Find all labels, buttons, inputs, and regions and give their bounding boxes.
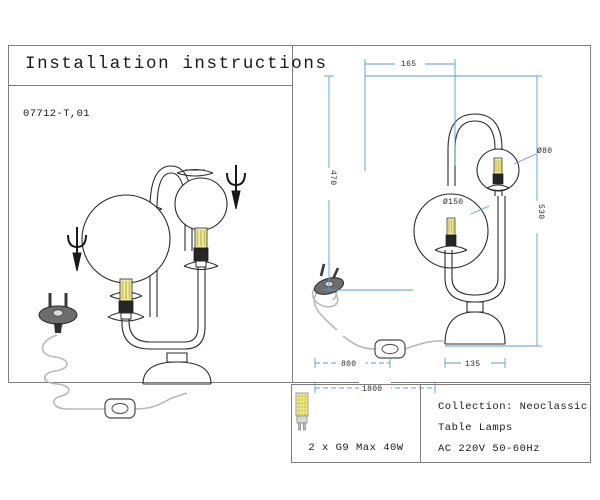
dimension-165-label: 165 <box>401 60 416 69</box>
spec-collection: Collection: Neoclassic <box>438 401 588 413</box>
inline-switch <box>104 398 136 419</box>
dimension-530-label: 530 <box>536 204 545 219</box>
dimensioned-elevation-view: 165 530 470 <box>293 46 592 394</box>
dimension-135: 135 <box>444 356 506 369</box>
assembly-arrow-right <box>226 165 246 210</box>
g9-bulb-upper <box>492 157 504 185</box>
power-cord <box>41 310 188 410</box>
g9-led-bulb-icon <box>295 392 309 431</box>
power-plug <box>38 293 78 333</box>
dimension-530: 530 <box>365 75 545 347</box>
g9-bulb-right <box>193 227 209 262</box>
assembly-arrow-left <box>67 227 87 272</box>
power-cord-right <box>311 282 446 350</box>
exploded-assembly-view <box>9 121 292 419</box>
lamp-icon-cell <box>292 392 420 432</box>
page-title: Installation instructions <box>25 54 328 74</box>
spec-category: Table Lamps <box>438 422 513 434</box>
spec-details: Collection: Neoclassic Table Lamps AC 22… <box>438 397 588 460</box>
drawing-sheet: Installation instructions 07712-T,01 <box>8 45 592 419</box>
specification-panel: 2 x G9 Max 40W Collection: Neoclassic Ta… <box>291 384 591 463</box>
dimension-135-label: 135 <box>465 360 480 369</box>
dimension-d150-label: Ø150 <box>443 198 463 207</box>
dimension-d80-label: Ø80 <box>537 147 552 156</box>
dimension-d150: Ø150 <box>443 198 490 215</box>
lamp-caption: 2 x G9 Max 40W <box>308 442 404 454</box>
dimension-800-label: 800 <box>341 360 356 369</box>
spec-column-divider <box>420 385 421 462</box>
inline-switch-right <box>374 339 406 359</box>
dimension-800: 800 <box>314 356 391 369</box>
g9-bulb-left <box>118 278 134 314</box>
spec-voltage: AC 220V 50-60Hz <box>438 443 541 455</box>
dimension-d80: Ø80 <box>513 147 552 165</box>
g9-bulb-lower <box>445 217 457 247</box>
dimension-165: 165 <box>364 56 456 171</box>
title-underline <box>9 85 292 86</box>
dimension-470: 470 <box>321 75 413 291</box>
panel-divider <box>292 46 293 382</box>
dimension-470-label: 470 <box>328 170 337 185</box>
dimension-1800-label: 1800 <box>362 385 382 394</box>
model-code: 07712-T,01 <box>23 108 91 120</box>
